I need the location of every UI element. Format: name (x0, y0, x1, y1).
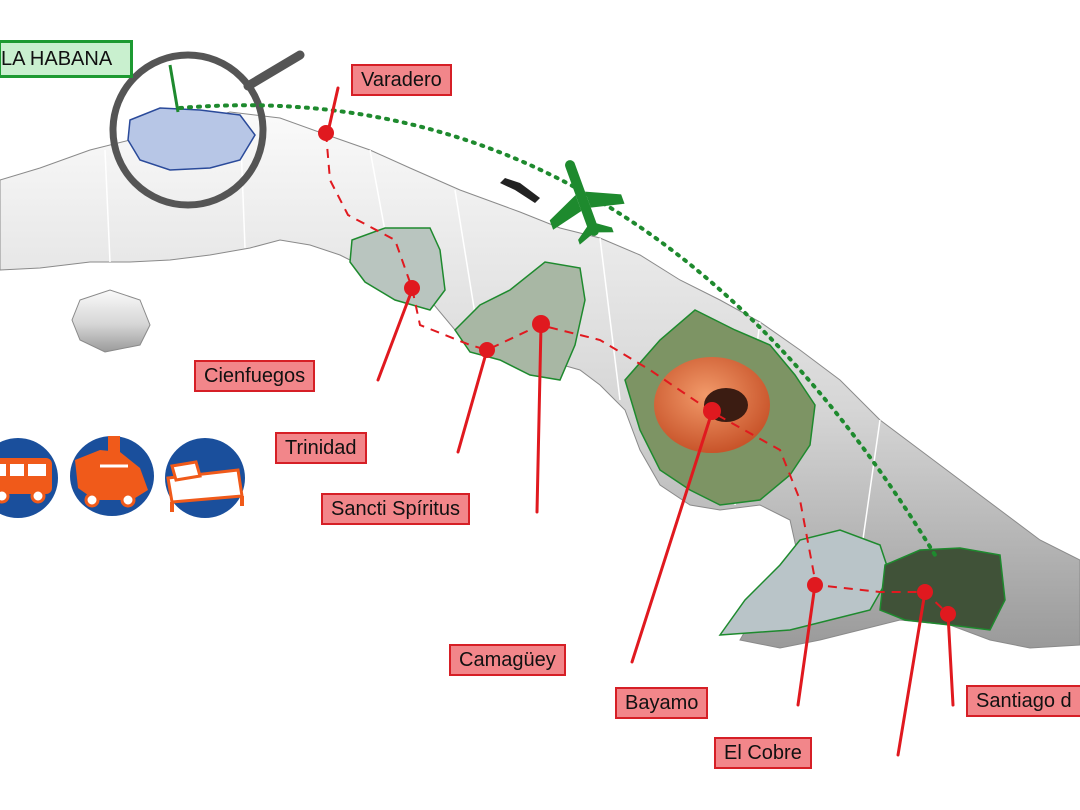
city-label-santiago: Santiago d (966, 685, 1080, 717)
city-markers (318, 125, 956, 622)
magnifier-icon (109, 50, 305, 209)
airplane-icon (549, 160, 625, 245)
isla-de-la-juventud (71, 289, 151, 353)
train-icon (70, 436, 154, 516)
ground-route (325, 132, 949, 615)
city-label-camaguey: Camagüey (449, 644, 566, 676)
capital-label-la-habana: LA HABANA (0, 40, 134, 78)
city-label-sancti-spiritus: Sancti Spíritus (321, 493, 470, 525)
city-label-cienfuegos: Cienfuegos (194, 360, 316, 392)
havana-leader (168, 64, 180, 113)
marker-varadero (318, 125, 334, 141)
city-label-trinidad: Trinidad (275, 432, 367, 464)
marker-bayamo (807, 577, 823, 593)
marker-sancti-spiritus (532, 315, 550, 333)
marker-el-cobre (917, 584, 933, 600)
marker-cienfuegos (404, 280, 420, 296)
label-leaders (326, 86, 955, 757)
city-label-el-cobre: El Cobre (714, 737, 812, 769)
city-label-bayamo: Bayamo (615, 687, 709, 719)
cienfuegos-region (349, 227, 446, 311)
airplane-shadow-icon (500, 178, 540, 203)
santiago-region (879, 547, 1006, 631)
marker-trinidad (479, 342, 495, 358)
marker-camaguey (703, 402, 721, 420)
marker-santiago (940, 606, 956, 622)
bayamo-region (718, 529, 891, 636)
city-label-varadero: Varadero (351, 64, 452, 96)
bus-icon (0, 438, 58, 518)
hotel-bed-icon (165, 438, 245, 518)
